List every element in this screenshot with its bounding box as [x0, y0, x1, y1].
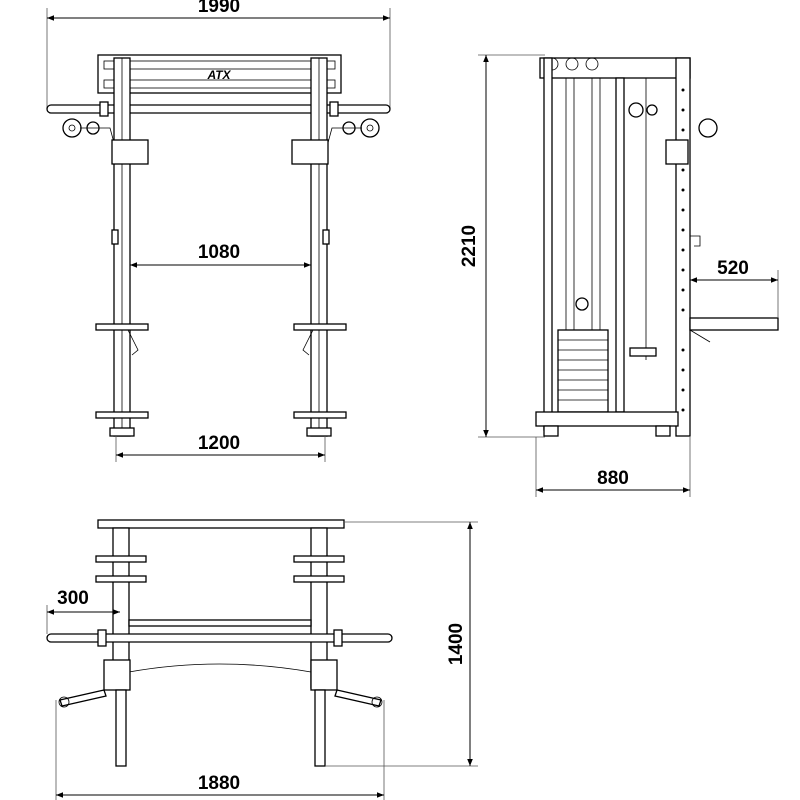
side-depth-label: 880 [597, 468, 629, 489]
front-left-foot [109, 427, 135, 437]
top-view: 300 1400 1880 [46, 519, 478, 800]
side-rear-upright [675, 57, 691, 437]
side-front-post [543, 57, 553, 431]
front-right-storage-horns [293, 323, 347, 419]
front-left-pulley-arm [62, 118, 149, 165]
dimension-overall-width-front: 1990 [46, 0, 391, 110]
front-inner-width-label: 1080 [198, 242, 240, 263]
dimension-base-width: 1200 [115, 433, 326, 462]
front-view: 1990 ATX [46, 0, 391, 462]
front-left-storage-horns [95, 323, 149, 419]
dimension-inner-width: 1080 [130, 242, 311, 268]
top-pullup-bar [128, 619, 312, 627]
dimension-depth-side: 880 [535, 437, 691, 497]
side-arm-depth-label: 520 [717, 258, 749, 279]
side-rear-foot [655, 425, 671, 437]
front-left-upright [113, 57, 131, 437]
top-left-upright [95, 527, 147, 689]
side-cable-carriage [628, 78, 658, 360]
side-view: 2210 [459, 54, 779, 497]
side-height-label: 2210 [459, 225, 480, 267]
top-right-rear-leg [314, 689, 326, 767]
side-j-hook [690, 235, 701, 247]
top-overall-width-label: 1880 [198, 773, 240, 794]
front-right-j-hook [322, 229, 330, 245]
front-header-plate: ATX [97, 54, 342, 94]
dimension-height: 2210 [459, 54, 545, 438]
dimension-arm-depth: 520 [690, 258, 779, 318]
top-left-rear-leg [115, 689, 127, 767]
side-arm-brace [689, 329, 711, 343]
side-front-foot [543, 425, 559, 437]
side-base-beam [535, 411, 679, 427]
side-middle-post [615, 77, 625, 413]
top-header-plate [97, 519, 345, 529]
top-depth-label: 1400 [446, 623, 467, 665]
front-left-j-hook [111, 229, 119, 245]
dimension-bar-overhang: 300 [46, 588, 120, 634]
front-base-width-label: 1200 [198, 433, 240, 454]
dimension-overall-width-top: 1880 [55, 700, 385, 800]
top-left-pulley-arm [58, 659, 131, 708]
side-weight-stack [557, 297, 609, 413]
front-overall-width-label: 1990 [198, 0, 240, 17]
top-right-pulley-arm [310, 659, 383, 708]
side-safety-arm [689, 317, 779, 331]
front-barbell [46, 101, 391, 117]
front-right-foot [306, 427, 332, 437]
dimension-depth-top: 1400 [325, 521, 478, 767]
top-cable-curve [128, 663, 312, 673]
top-bar-overhang-label: 300 [57, 588, 89, 609]
side-top-beam [539, 57, 691, 79]
side-rear-pulley [665, 118, 718, 165]
front-right-pulley-arm [291, 118, 380, 165]
top-barbell [46, 629, 393, 647]
front-right-upright [310, 57, 328, 437]
brand-logo: ATX [206, 68, 231, 82]
